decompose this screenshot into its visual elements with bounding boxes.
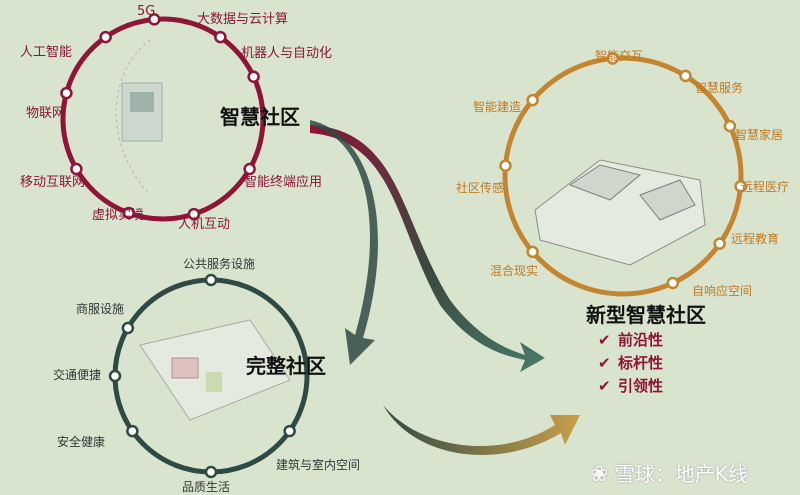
new-title: 新型智慧社区 — [586, 303, 706, 327]
feature-1: ✔前沿性 — [598, 331, 664, 349]
check-icon: ✔ — [598, 354, 611, 372]
complete-node-3 — [126, 424, 139, 438]
new-ring — [502, 55, 744, 297]
new-node-2 — [723, 119, 737, 133]
new-item-mixed: 混合现实 — [490, 264, 539, 278]
complete-item-transport: 交通便捷 — [53, 368, 102, 382]
smart-node-3 — [243, 162, 256, 176]
complete-title: 完整社区 — [246, 354, 326, 378]
smart-node-4 — [187, 207, 201, 221]
smart-title: 智慧社区 — [220, 105, 300, 129]
smart-item-robotics: 机器人与自动化 — [241, 46, 333, 61]
smart-node-6 — [70, 162, 83, 176]
complete-node-1 — [121, 321, 135, 335]
new-node-4 — [713, 237, 726, 250]
arrow-complete-to-new — [383, 405, 580, 455]
smart-node-8 — [99, 30, 112, 44]
smart-node-5 — [122, 206, 136, 220]
new-node-5 — [666, 276, 680, 290]
complete-item-quality: 品质生活 — [182, 480, 231, 494]
complete-node-2 — [108, 369, 122, 383]
new-node-1 — [679, 69, 692, 83]
new-item-medical: 远程医疗 — [741, 180, 790, 194]
smart-illustration — [115, 39, 163, 196]
smart-item-bigdata: 大数据与云计算 — [197, 12, 289, 27]
complete-illustration — [139, 319, 291, 421]
new-item-interaction: 智能交互 — [595, 49, 644, 63]
complete-item-public: 公共服务设施 — [183, 257, 256, 271]
smart-node-7 — [60, 86, 73, 100]
smart-node-1 — [214, 30, 227, 44]
new-item-home: 智慧家居 — [735, 128, 784, 142]
complete-item-building: 建筑与室内空间 — [276, 458, 361, 472]
new-item-construction: 智能建造 — [473, 100, 522, 114]
new-illustration — [534, 159, 706, 266]
smart-ring — [60, 16, 266, 222]
feature-2: ✔标杆性 — [598, 354, 664, 372]
new-item-education: 远程教育 — [731, 232, 780, 246]
smart-node-0 — [148, 13, 161, 26]
new-node-8 — [526, 93, 539, 107]
watermark: ❀ 雪球：地产K线 — [590, 458, 748, 487]
smart-item-5g: 5G — [137, 4, 156, 19]
watermark-text: 雪球：地产K线 — [614, 462, 748, 486]
feature-3: ✔引领性 — [598, 377, 664, 395]
check-icon: ✔ — [598, 331, 611, 349]
arrow-smart-to-complete — [310, 120, 378, 365]
complete-node-5 — [283, 424, 296, 438]
complete-item-commerce: 商服设施 — [76, 302, 125, 316]
new-node-3 — [734, 180, 747, 193]
smart-item-ai: 人工智能 — [20, 45, 73, 60]
smart-item-terminal: 智能终端应用 — [244, 175, 323, 190]
check-icon: ✔ — [598, 377, 611, 395]
smart-item-vr: 虚拟实境 — [92, 208, 145, 223]
new-item-service: 智慧服务 — [695, 81, 744, 95]
complete-node-4 — [204, 465, 218, 479]
new-node-0 — [606, 52, 619, 65]
complete-node-0 — [204, 273, 218, 287]
smart-item-mobile: 移动互联网 — [20, 175, 86, 190]
smart-item-iot: 物联网 — [26, 106, 66, 121]
new-item-sensing: 社区传感 — [456, 181, 505, 195]
complete-item-safety: 安全健康 — [57, 435, 106, 449]
new-node-6 — [526, 245, 539, 259]
new-node-7 — [499, 159, 512, 172]
snowball-logo-icon: ❀ — [590, 462, 609, 487]
smart-node-2 — [247, 70, 260, 83]
new-item-responsive: 自响应空间 — [692, 284, 753, 298]
smart-item-hci: 人机互动 — [178, 217, 231, 232]
